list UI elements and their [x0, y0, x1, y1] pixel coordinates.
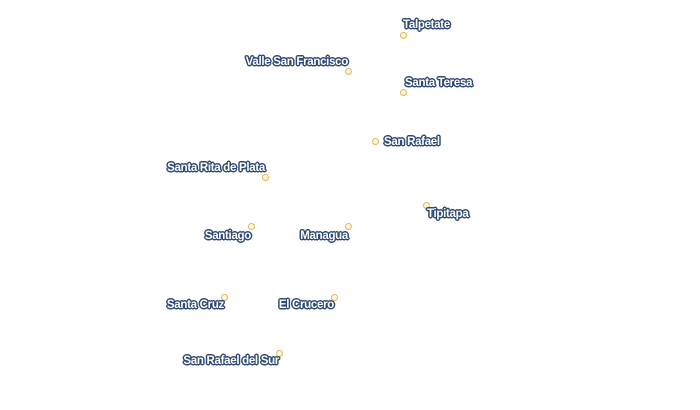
place-marker[interactable] — [399, 88, 407, 96]
place-marker[interactable] — [330, 293, 338, 301]
place-label: Santa Teresa — [405, 77, 473, 89]
place-label: Santa Cruz — [166, 299, 224, 311]
place-label: El Crucero — [278, 299, 334, 311]
place-marker[interactable] — [261, 173, 269, 181]
place-label: San Rafael del Sur — [183, 355, 279, 367]
place-label: San Rafael — [384, 136, 440, 148]
place-marker[interactable] — [399, 31, 407, 39]
place-label: Tipitapa — [427, 208, 469, 220]
place-label: Talpetate — [403, 19, 450, 31]
place-marker[interactable] — [247, 222, 255, 230]
place-marker[interactable] — [344, 222, 352, 230]
place-marker[interactable] — [371, 137, 379, 145]
place-marker[interactable] — [344, 67, 352, 75]
place-label: Managua — [300, 230, 348, 242]
place-label: Valle San Francisco — [245, 56, 349, 68]
place-label: Santa Rita de Plata — [167, 162, 265, 174]
place-marker[interactable] — [275, 349, 283, 357]
place-label: Santiago — [204, 230, 251, 242]
place-marker[interactable] — [220, 293, 228, 301]
place-marker[interactable] — [422, 201, 430, 209]
